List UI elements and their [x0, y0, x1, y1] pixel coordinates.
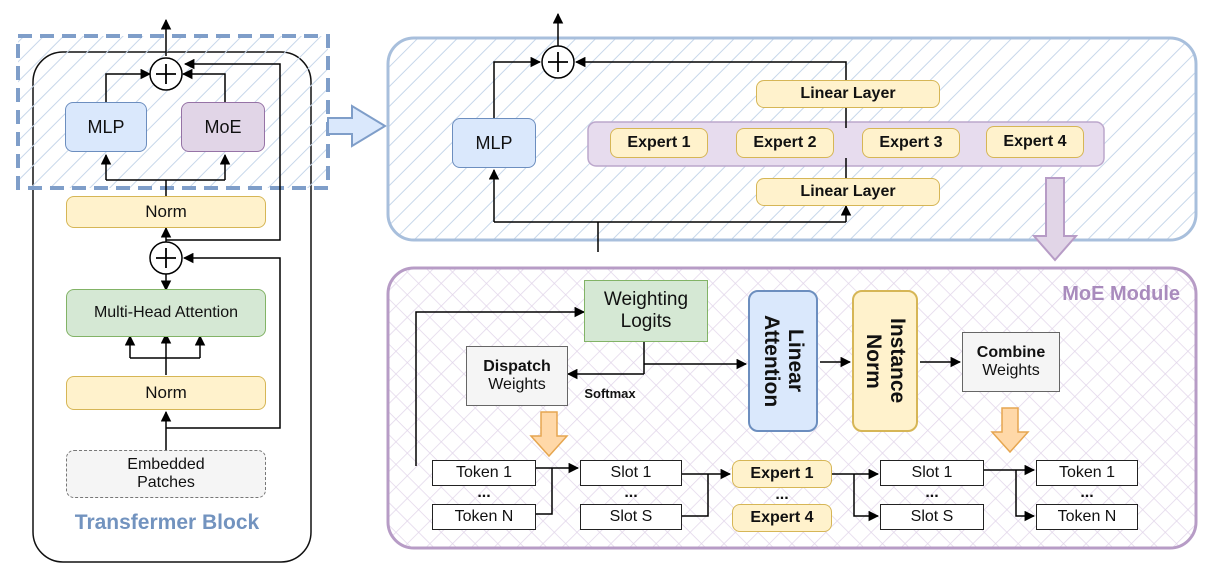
expert-1-top: Expert 1 — [610, 128, 708, 158]
token-in-n: Token N — [432, 504, 536, 530]
mlp-label: MLP — [87, 116, 125, 137]
embedded-label: Embedded Patches — [127, 455, 205, 491]
left-block-connections — [100, 18, 281, 450]
combine-label: Combine — [976, 343, 1046, 361]
moe-module-connections — [415, 306, 1036, 522]
attention-label: Multi-Head Attention — [93, 303, 239, 321]
moe-module-title: MoE Module — [1062, 282, 1180, 305]
slot-in-ellipsis: ... — [624, 483, 638, 501]
top-panel-connections — [488, 12, 852, 252]
combine-weights-label: Weights — [982, 362, 1040, 379]
token-out-n: Token N — [1036, 504, 1138, 530]
slot-in-s: Slot S — [580, 504, 682, 530]
plus-icon — [156, 64, 176, 84]
expert-label: Expert 4 — [1003, 132, 1067, 150]
slot-out-1: Slot 1 — [880, 460, 984, 486]
linear-attention-label: Linear Attention — [760, 314, 808, 408]
expert-label: Expert 2 — [753, 133, 817, 151]
norm-bottom-left: Norm — [66, 376, 266, 410]
dispatch-weights-label: Weights — [488, 376, 546, 393]
mlp-block-left: MLP — [65, 102, 147, 152]
expert-ellipsis: ... — [775, 485, 789, 503]
plus-icon — [548, 52, 568, 72]
token-out-1: Token 1 — [1036, 460, 1138, 486]
token-in-1: Token 1 — [432, 460, 536, 486]
linear-attention-block: Linear Attention — [748, 290, 818, 432]
slot-out-ellipsis: ... — [925, 483, 939, 501]
token-in-ellipsis: ... — [477, 483, 491, 501]
dispatch-label: Dispatch — [483, 357, 551, 375]
expert-3-top: Expert 3 — [862, 128, 960, 158]
plus-icon — [156, 248, 176, 268]
softmax-label: Softmax — [584, 385, 636, 401]
linear-layer-top: Linear Layer — [756, 80, 940, 108]
weighting-logits-block: Weighting Logits — [584, 280, 708, 342]
expert-4-top: Expert 4 — [986, 126, 1084, 158]
mlp-block-right: MLP — [452, 118, 536, 168]
expert-label: Expert 3 — [879, 133, 943, 151]
combine-weights-block: Combine Weights — [962, 332, 1060, 392]
combine-down-arrow — [990, 407, 1030, 454]
linear-layer-label: Linear Layer — [800, 182, 896, 200]
instance-norm-label: Instance Norm — [862, 318, 910, 404]
expert-1-bottom: Expert 1 — [732, 460, 832, 488]
embedded-patches-block: Embedded Patches — [66, 450, 266, 498]
token-out-ellipsis: ... — [1080, 483, 1094, 501]
dispatch-down-arrow — [529, 411, 569, 458]
norm-label: Norm — [145, 202, 187, 222]
mlp-label: MLP — [475, 132, 513, 153]
expand-arrow — [327, 104, 387, 148]
expert-2-top: Expert 2 — [736, 128, 834, 158]
linear-layer-bottom: Linear Layer — [756, 178, 940, 206]
moe-label: MoE — [204, 116, 242, 137]
attention-block-left: Multi-Head Attention — [66, 289, 266, 337]
moe-block-left: MoE — [181, 102, 265, 152]
weighting-logits-label: Weighting Logits — [603, 289, 689, 332]
detail-arrow — [1031, 177, 1079, 262]
instance-norm-block: Instance Norm — [852, 290, 918, 432]
norm-top-left: Norm — [66, 196, 266, 228]
transformer-block-title: Transfermer Block — [74, 510, 260, 534]
expert-4-bottom: Expert 4 — [732, 504, 832, 532]
expert-label: Expert 1 — [627, 133, 691, 151]
norm-label: Norm — [145, 383, 187, 403]
slot-out-s: Slot S — [880, 504, 984, 530]
linear-layer-label: Linear Layer — [800, 84, 896, 102]
slot-in-1: Slot 1 — [580, 460, 682, 486]
dispatch-weights-block: Dispatch Weights — [466, 346, 568, 406]
